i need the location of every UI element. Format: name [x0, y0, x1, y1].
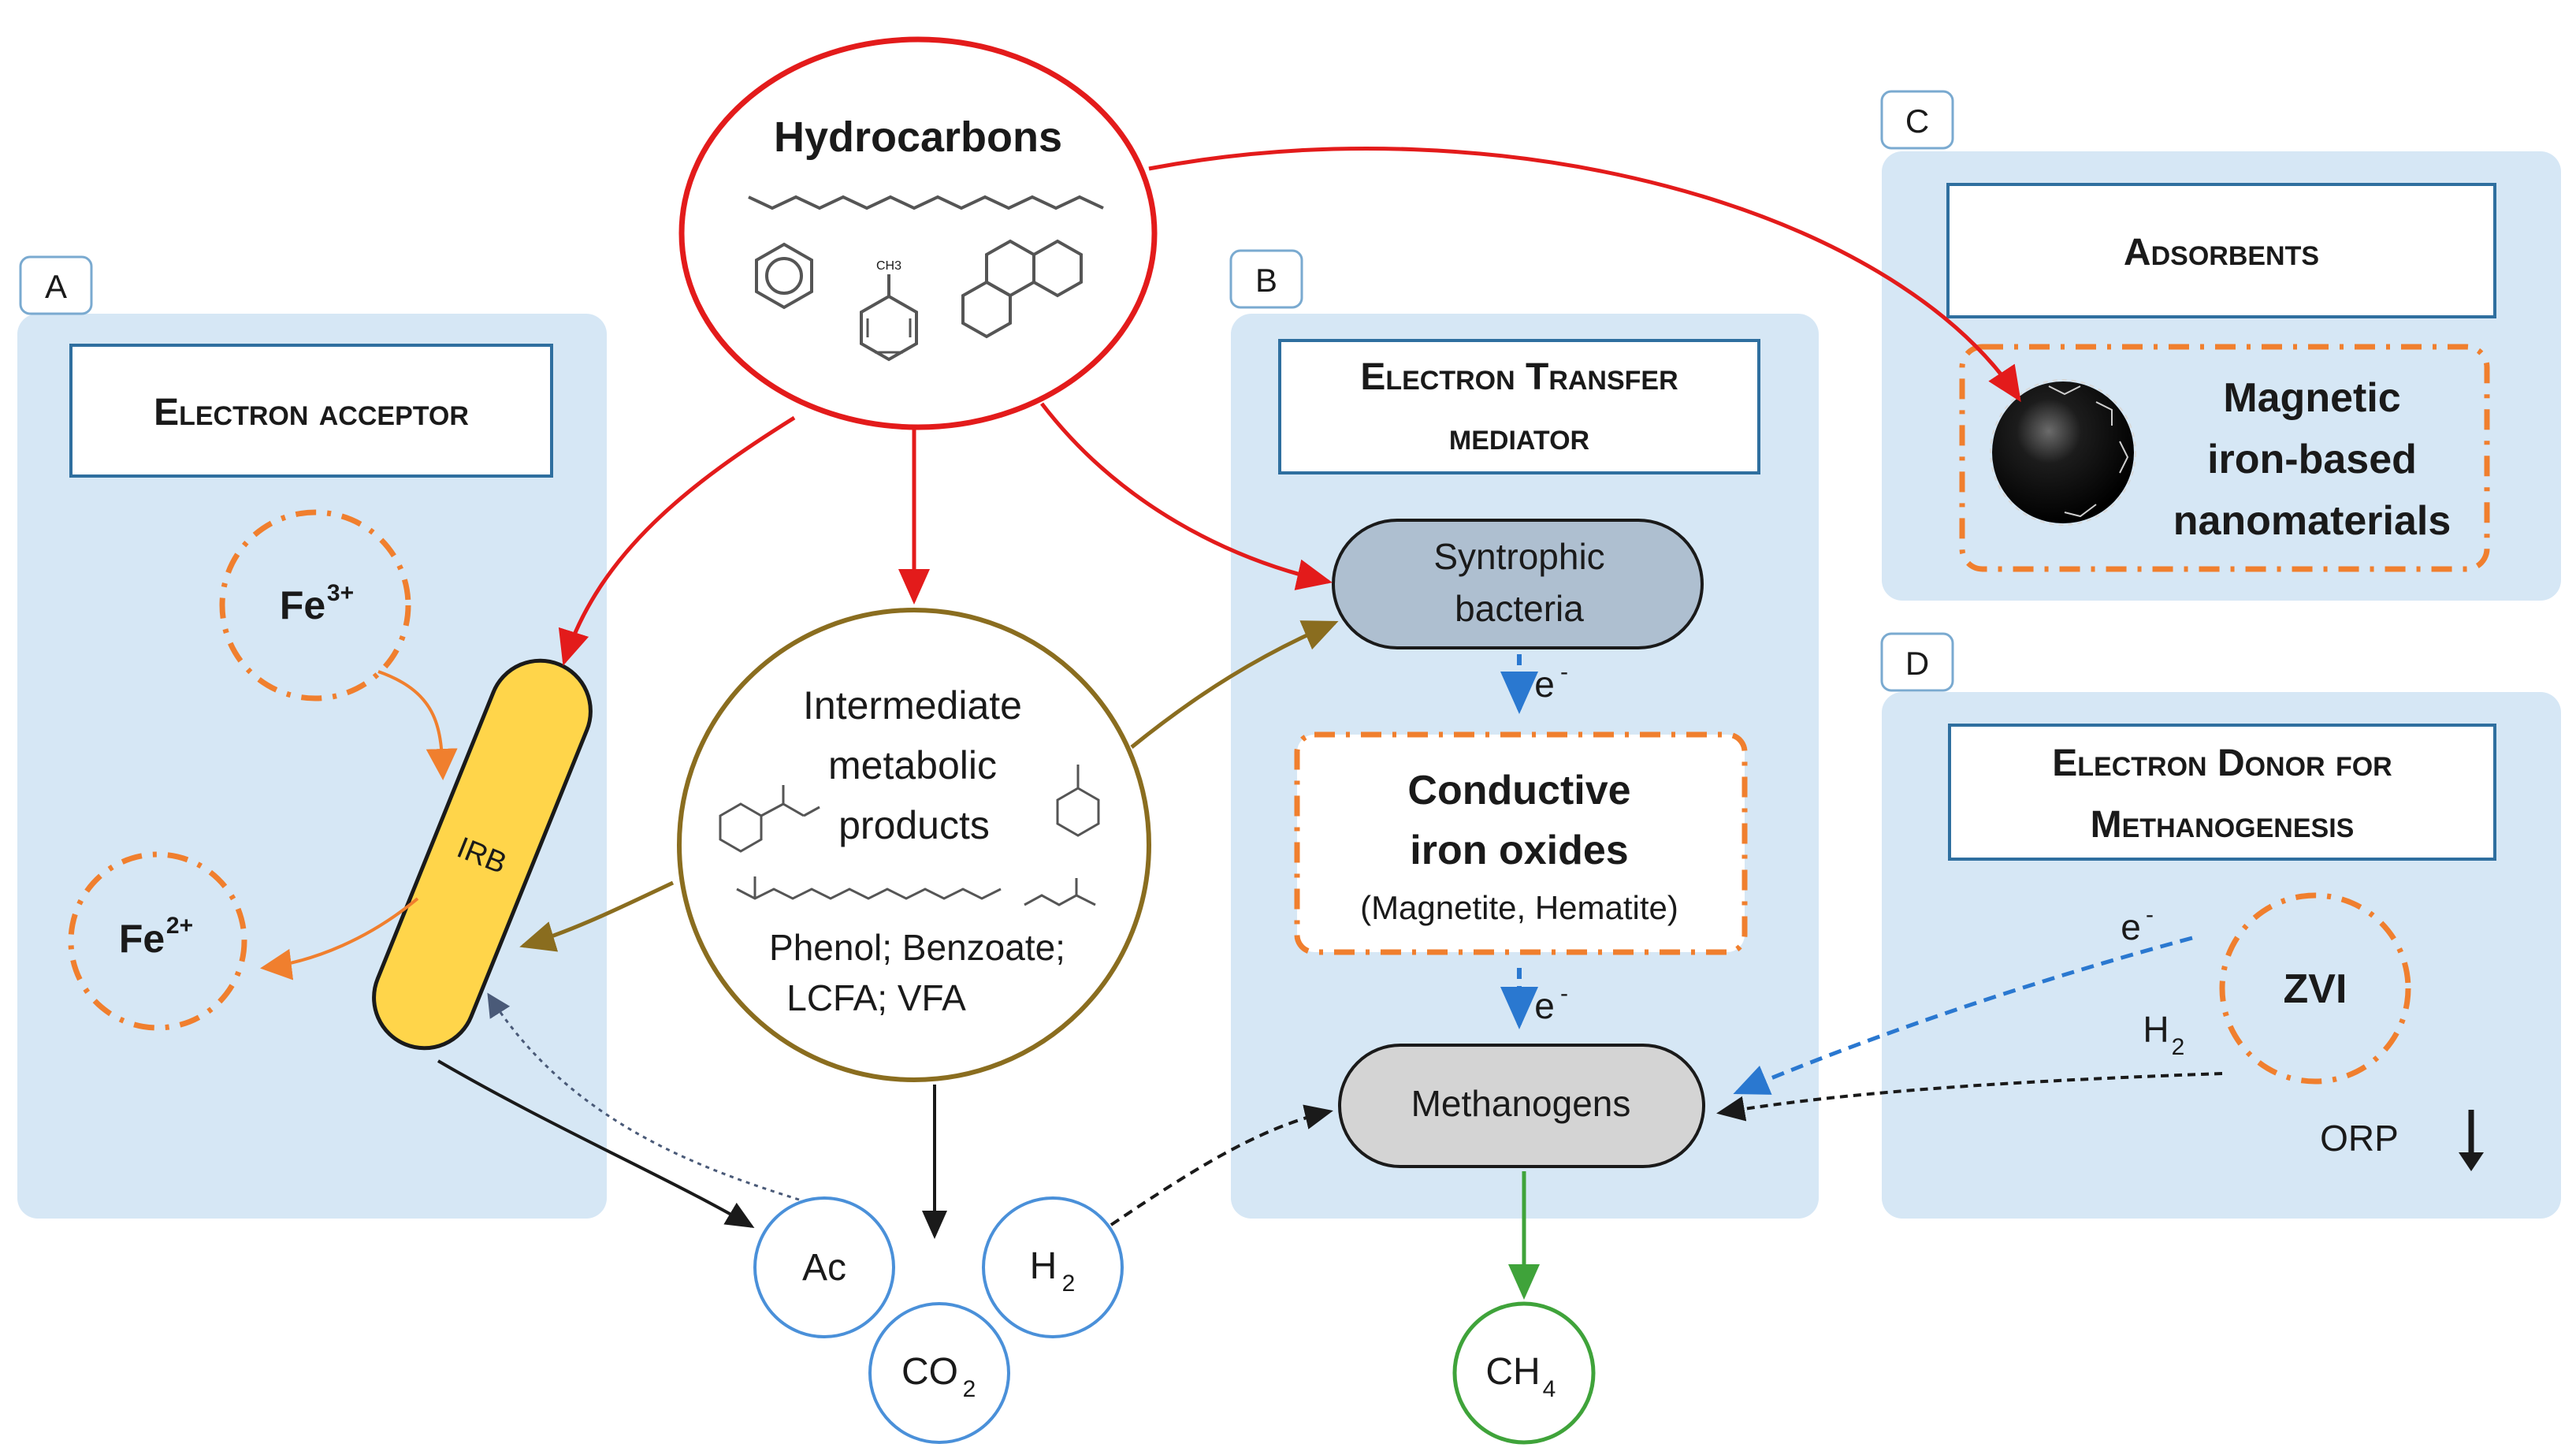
hydrocarbons-label: Hydrocarbons	[774, 113, 1062, 161]
h2-node: H 2	[982, 1196, 1124, 1338]
syntrophic-bacteria-node: Syntrophic bacteria	[1332, 519, 1704, 649]
panel-a-title: Electron acceptor	[154, 392, 469, 434]
intermediate-line2: metabolic	[828, 743, 997, 787]
svg-text:C: C	[1905, 102, 1929, 140]
conductive-line3: (Magnetite, Hematite)	[1360, 889, 1678, 926]
fe3-charge: 3+	[327, 580, 354, 606]
svg-text:-: -	[1560, 981, 1568, 1007]
svg-text:-: -	[1560, 659, 1568, 685]
toluene-structure	[860, 274, 918, 362]
panel-c-tag: C	[1880, 90, 1954, 150]
methanogens-label: Methanogens	[1411, 1083, 1631, 1124]
svg-text:e: e	[1534, 985, 1555, 1026]
orp-label: ORP	[2320, 1118, 2399, 1159]
arrow-intermediates-to-syntrophic	[1130, 620, 1339, 749]
fe3-node: Fe 3+	[219, 509, 411, 701]
arrow-irb-to-ac	[437, 1059, 755, 1229]
zvi-node: ZVI	[2219, 892, 2411, 1085]
alkane-chain-structure	[748, 195, 1104, 210]
donor-h2-label: H 2	[2143, 1009, 2184, 1060]
panel-d-title-line2: Methanogenesis	[2091, 804, 2355, 846]
svg-text:2: 2	[2172, 1034, 2185, 1060]
svg-text:e: e	[2121, 906, 2141, 947]
fe2-node: Fe 2+	[68, 851, 247, 1031]
ch4-subscript: 4	[1543, 1376, 1556, 1402]
panel-a-tag: A	[19, 255, 93, 315]
arrow-hydrocarbons-to-adsorbents	[1148, 147, 2021, 403]
phenanthrene-structure	[961, 239, 1083, 339]
ac-node: Ac	[753, 1196, 895, 1338]
panel-a-title-box: Electron acceptor	[69, 344, 553, 478]
svg-text:CH3: CH3	[876, 259, 901, 273]
intermediate-products-node: Intermediate metabolic products Phenol; …	[677, 608, 1151, 1082]
panel-b-title-line1: Electron Transfer	[1360, 356, 1678, 398]
vfa-structure	[1024, 894, 1096, 906]
ac-label: Ac	[802, 1247, 846, 1289]
zvi-label: ZVI	[2284, 966, 2347, 1012]
panel-c-title: Adsorbents	[2124, 232, 2319, 274]
conductive-iron-oxides-node: Conductive iron oxides (Magnetite, Hemat…	[1294, 731, 1748, 955]
benzene-structure	[755, 242, 813, 310]
donor-electron-label: e -	[2121, 902, 2154, 947]
h2-subscript: 2	[1062, 1271, 1076, 1297]
arrow-zvi-h2-to-methanogens	[1716, 1072, 2223, 1122]
panel-b-title-line2: mediator	[1449, 416, 1589, 458]
svg-text:-: -	[2146, 902, 2154, 928]
svg-text:H: H	[2143, 1009, 2169, 1050]
ch4-node: CH 4	[1452, 1301, 1596, 1445]
syntrophic-line2: bacteria	[1455, 588, 1584, 629]
panel-d-title-box: Electron Donor for Methanogenesis	[1948, 724, 2496, 861]
fe2-charge: 2+	[166, 913, 193, 939]
arrow-ac-to-irb	[487, 992, 800, 1201]
fe2-label: Fe	[119, 917, 165, 961]
svg-text:A: A	[45, 268, 67, 305]
panel-b-title-box: Electron Transfer mediator	[1278, 339, 1760, 474]
methanogens-node: Methanogens	[1338, 1044, 1705, 1168]
ch4-label: CH	[1485, 1351, 1540, 1393]
nanomaterials-line3: nanomaterials	[2173, 498, 2451, 544]
magnetic-nanomaterials-node: Magnetic iron-based nanomaterials	[1959, 344, 2490, 572]
panel-b-tag: B	[1229, 249, 1303, 309]
fe3-label: Fe	[280, 583, 325, 627]
h2-label: H	[1030, 1245, 1058, 1287]
arrow-intermediates-to-irb	[519, 880, 675, 952]
benzoate-structure	[719, 785, 820, 853]
intermediate-line1: Intermediate	[803, 683, 1022, 728]
orp-indicator: ORP	[2320, 1110, 2484, 1171]
panel-c-title-box: Adsorbents	[1946, 183, 2496, 318]
co2-subscript: 2	[963, 1376, 976, 1402]
syntrophic-line1: Syntrophic	[1433, 536, 1604, 577]
conductive-line2: iron oxides	[1410, 828, 1628, 873]
arrow-irb-to-fe2	[260, 897, 419, 981]
nanoparticle-sphere-icon	[1990, 379, 2136, 526]
down-arrow-icon	[2459, 1152, 2484, 1171]
phenol-structure	[1056, 765, 1100, 837]
arrow-h2-to-methanogens	[1110, 1104, 1333, 1226]
co2-node: CO 2	[868, 1302, 1010, 1444]
conductive-line1: Conductive	[1407, 768, 1630, 813]
intermediate-compounds-line2: LCFA; VFA	[786, 977, 966, 1018]
svg-text:B: B	[1255, 262, 1277, 299]
co2-label: CO	[901, 1351, 958, 1393]
lcfa-structure	[736, 888, 1002, 900]
svg-text:e: e	[1534, 664, 1555, 705]
arrow-fe3-to-irb	[377, 670, 458, 780]
panel-d-tag: D	[1880, 632, 1954, 692]
intermediate-compounds-line1: Phenol; Benzoate;	[769, 927, 1065, 968]
arrow-hydrocarbons-to-syntrophic	[1040, 402, 1333, 590]
intermediate-line3: products	[838, 803, 990, 847]
panel-d-title-line1: Electron Donor for	[2052, 742, 2392, 784]
nanomaterials-line2: iron-based	[2207, 437, 2417, 482]
nanomaterials-line1: Magnetic	[2223, 375, 2400, 421]
arrow-hydrocarbons-to-irb	[558, 415, 796, 666]
hydrocarbons-node: Hydrocarbons CH3	[678, 36, 1158, 430]
svg-text:D: D	[1905, 645, 1929, 682]
